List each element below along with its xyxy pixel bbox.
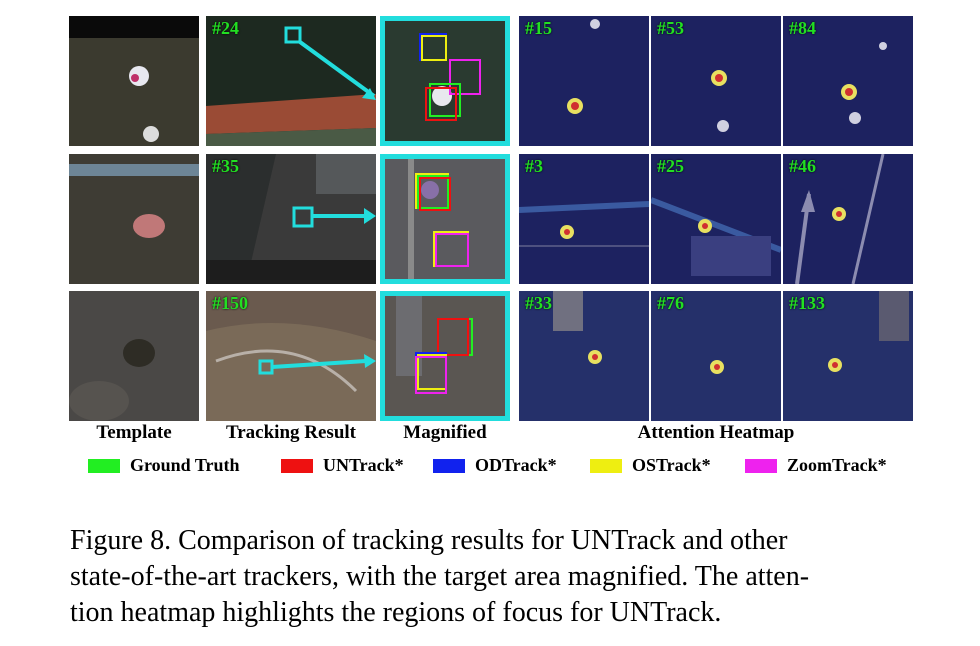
frame-number-label: #53 [657, 18, 684, 38]
frame-number-label: #46 [789, 156, 816, 176]
column-label-attention-heatmap: Attention Heatmap [637, 422, 795, 443]
attention-heatmap-row2-1: #3 [519, 154, 649, 284]
frame-number-label: #33 [525, 293, 552, 313]
magnified-view-row2 [380, 154, 510, 284]
legend-item-ostrack: OSTrack* [590, 455, 711, 476]
frame-number-label: #150 [212, 293, 248, 313]
legend-label: UNTrack* [323, 455, 404, 475]
attention-heatmap-row2-2: #25 [651, 154, 781, 284]
attention-heatmap-row3-2: #76 [651, 291, 781, 421]
attention-heatmap-row1-3: #84 [783, 16, 913, 146]
legend-swatch [590, 458, 622, 473]
legend-label: OSTrack* [632, 455, 711, 475]
frame-number-label: #3 [525, 156, 543, 176]
frame-number-label: #133 [789, 293, 825, 313]
frame-number-label: #35 [212, 156, 239, 176]
legend-swatch [88, 458, 120, 473]
figure-caption: Figure 8. Comparison of tracking results… [70, 523, 915, 631]
frame-number-label: #76 [657, 293, 684, 313]
legend-label: Ground Truth [130, 455, 240, 475]
legend-item-zoomtrack: ZoomTrack* [745, 455, 887, 476]
magnified-view-row1 [380, 16, 510, 146]
template-image-row1 [69, 16, 199, 146]
frame-number-label: #84 [789, 18, 816, 38]
legend-label: ODTrack* [475, 455, 557, 475]
legend-item-ground-truth: Ground Truth [88, 455, 240, 476]
legend-item-odtrack: ODTrack* [433, 455, 557, 476]
tracking-result-row1: #24 [206, 16, 376, 146]
legend-swatch [433, 458, 465, 473]
tracking-result-row2: #35 [206, 154, 376, 284]
legend-label: ZoomTrack* [787, 455, 887, 475]
legend-swatch [281, 458, 313, 473]
legend-swatch [745, 458, 777, 473]
tracking-result-row3: #150 [206, 291, 376, 421]
frame-number-label: #24 [212, 18, 239, 38]
magnified-view-row3 [380, 291, 510, 421]
caption-line: state-of-the-art trackers, with the targ… [70, 561, 810, 592]
attention-heatmap-row3-1: #33 [519, 291, 649, 421]
caption-line: tion heatmap highlights the regions of f… [70, 597, 722, 628]
frame-number-label: #25 [657, 156, 684, 176]
template-image-row3 [69, 291, 199, 421]
frame-number-label: #15 [525, 18, 552, 38]
attention-heatmap-row1-1: #15 [519, 16, 649, 146]
legend-item-untrack: UNTrack* [281, 455, 404, 476]
attention-heatmap-row2-3: #46 [783, 154, 913, 284]
column-label-template: Template [96, 422, 172, 443]
attention-heatmap-row1-2: #53 [651, 16, 781, 146]
caption-line: Figure 8. Comparison of tracking results… [70, 525, 788, 556]
column-label-tracking-result: Tracking Result [225, 422, 356, 443]
template-image-row2 [69, 154, 199, 284]
column-label-magnified: Magnified [403, 422, 487, 443]
attention-heatmap-row3-3: #133 [783, 291, 913, 421]
